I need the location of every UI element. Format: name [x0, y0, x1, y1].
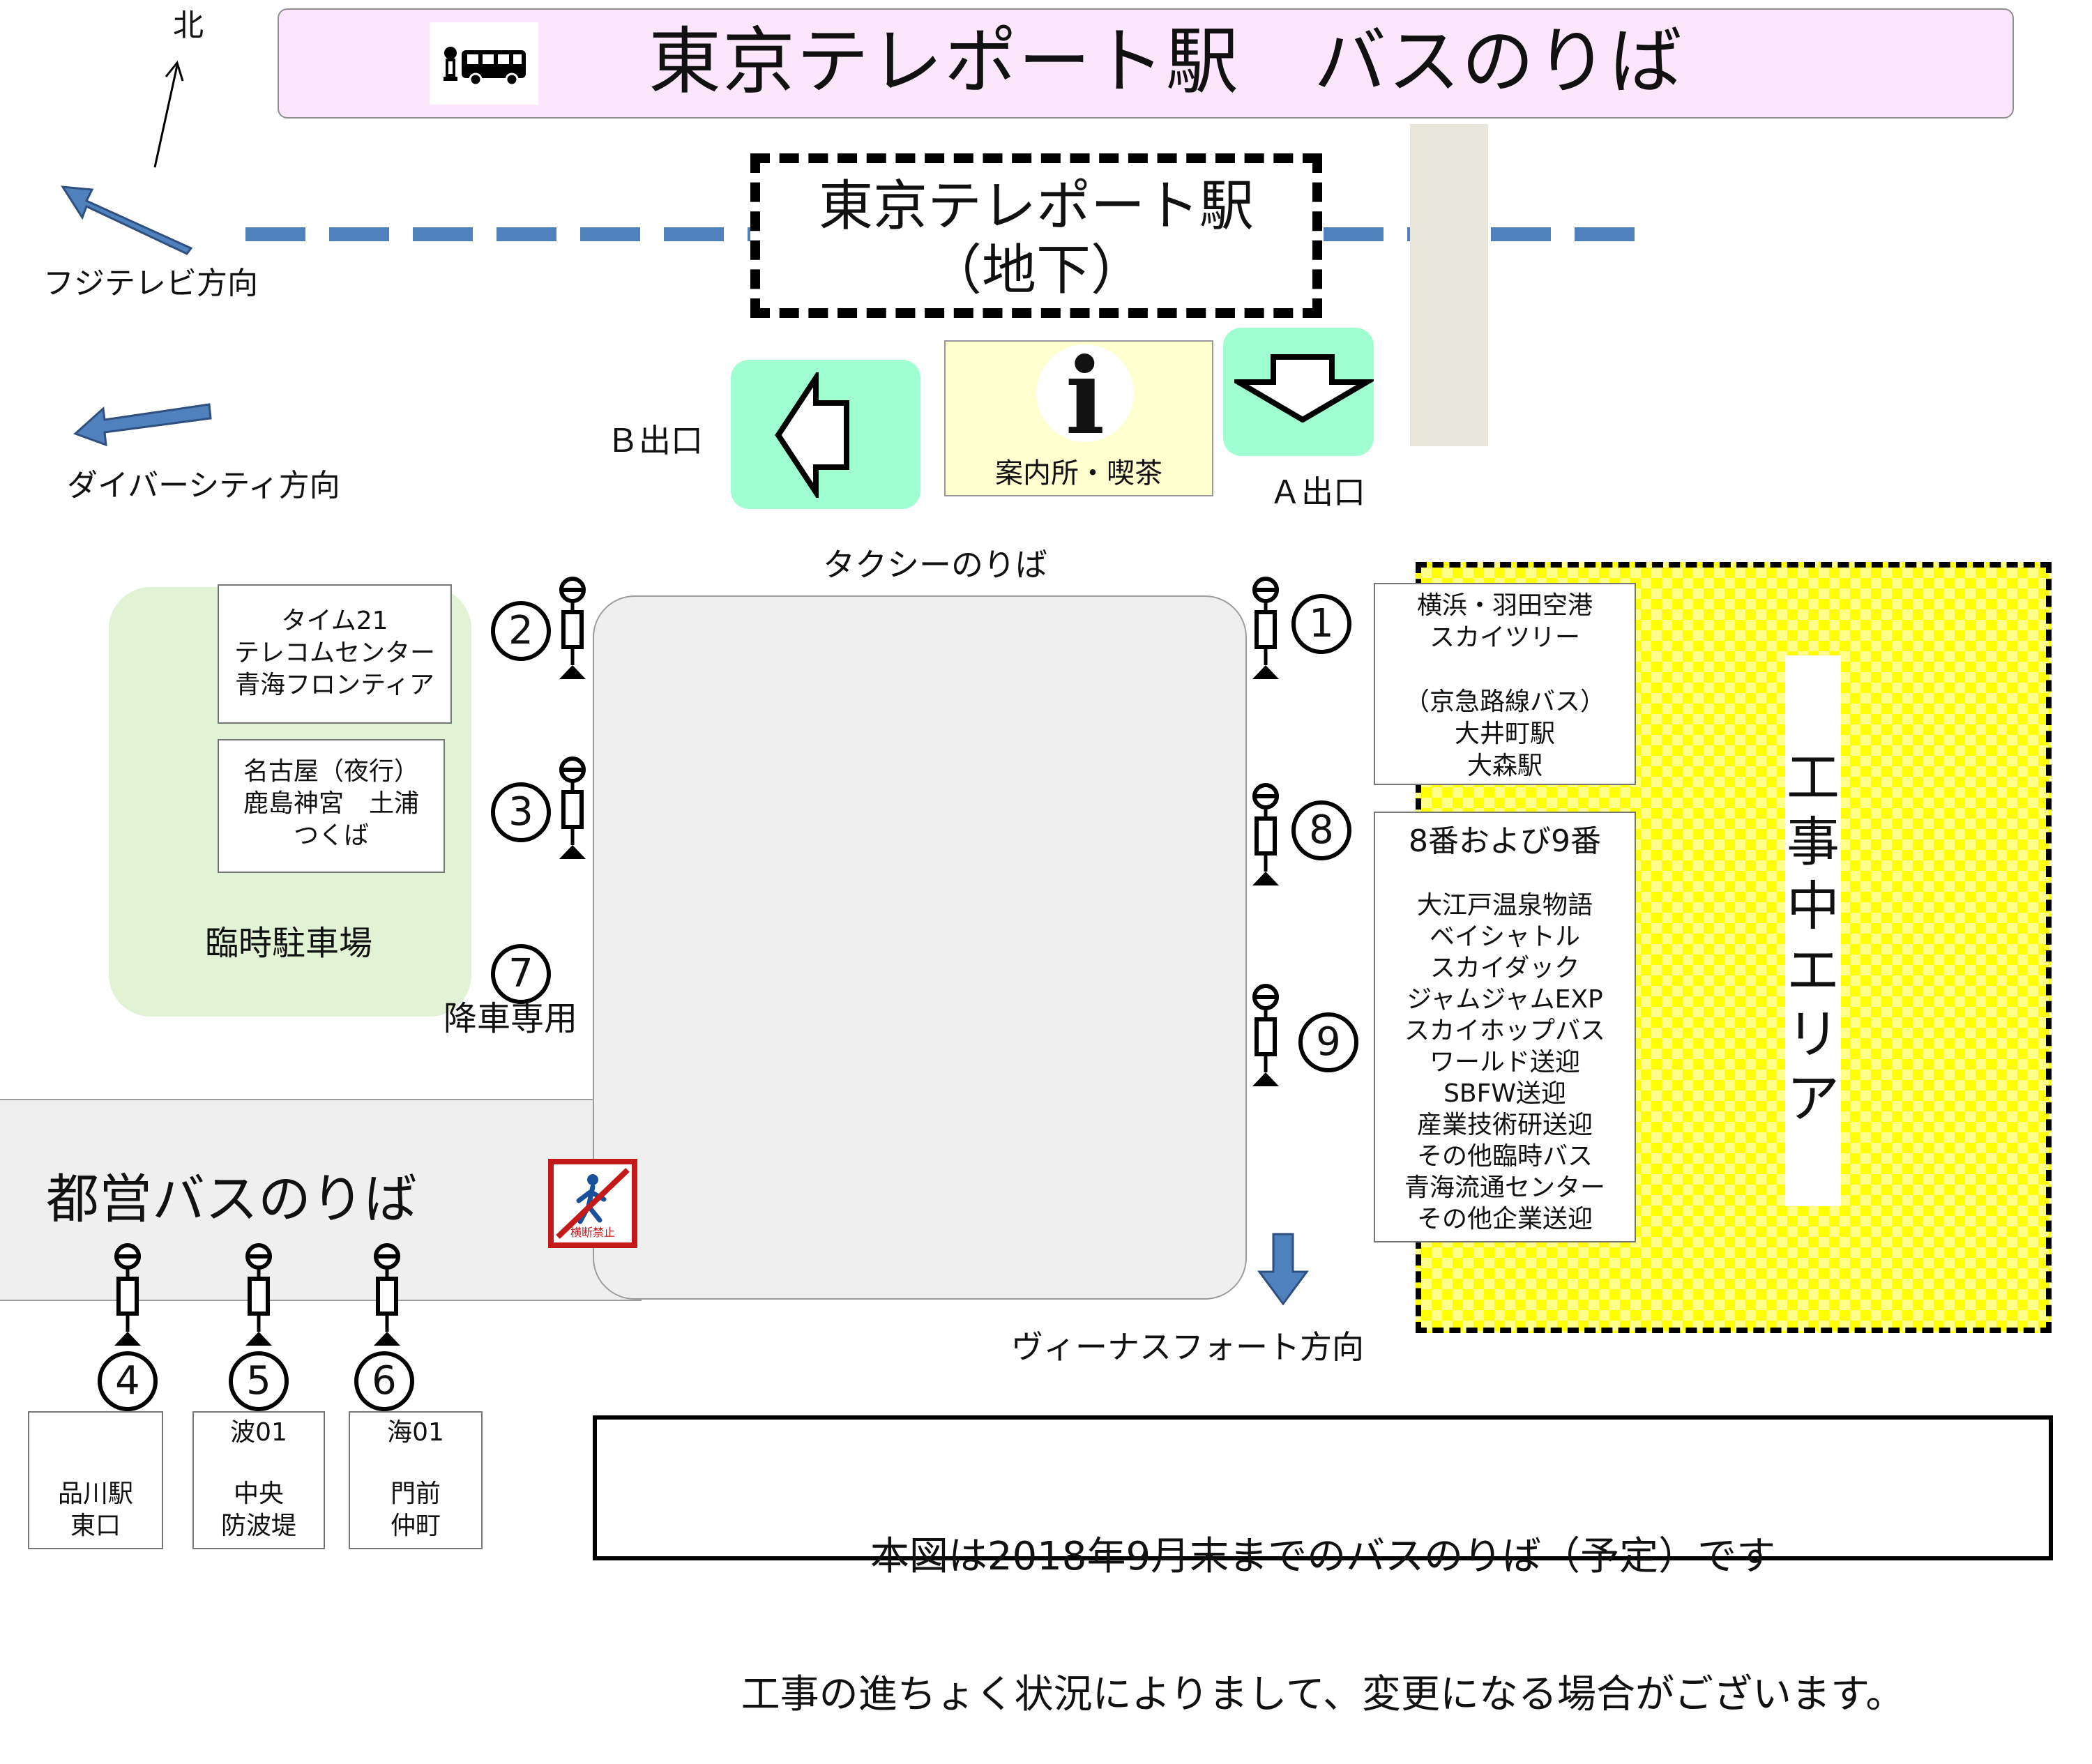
taxi-stand-label: タクシーのりば	[823, 546, 1047, 584]
stop-3-destination-box	[218, 739, 445, 873]
stop-6-destinations: 門前 仲町	[390, 1480, 441, 1540]
stop-6-route: 海01	[387, 1418, 444, 1447]
fuji-tv-direction-label: フジテレビ方向	[43, 266, 258, 301]
bus-stop-pole-icon	[1252, 577, 1279, 679]
stop-6-destination-box	[349, 1411, 483, 1549]
north-arrow-icon	[153, 60, 184, 168]
stop-number-4: 4	[98, 1351, 158, 1411]
rail-line	[245, 227, 753, 241]
stop-2-destination-box	[218, 584, 452, 724]
title-banner	[278, 8, 2014, 119]
construction-area-label: 工事中エリア	[1787, 747, 1840, 1130]
stop-number-7: 7	[491, 944, 551, 1004]
bus-stop-pole-icon	[1252, 783, 1279, 885]
temporary-parking-label: 臨時駐車場	[205, 924, 373, 963]
notice-box	[593, 1415, 2053, 1560]
station-name: 東京テレポート駅	[818, 175, 1254, 238]
stop-4-destination-box	[28, 1411, 163, 1549]
page-title: 東京テレポート駅 バスのりば	[649, 19, 1684, 104]
bus-stop-pole-icon	[114, 1243, 141, 1346]
diver-city-direction-arrow-icon	[73, 403, 212, 447]
stop-2-destinations: タイム21 テレコムセンター 青海フロンティア	[234, 607, 435, 699]
stop-number-8: 8	[1291, 800, 1351, 860]
stop-4-destinations: 品川駅 東口	[57, 1480, 133, 1540]
stop-5-route: 波01	[230, 1418, 287, 1447]
stop-1-destination-box	[1374, 583, 1636, 785]
bus-stop-pole-icon	[1252, 984, 1279, 1086]
bus-stop-pole-icon	[245, 1243, 272, 1346]
stop-number-3: 3	[491, 782, 551, 842]
notice-text: 本図は2018年9月末までのバスのりば（予定）です 工事の進ちょく状況によりまし…	[593, 1442, 2053, 1764]
diver-city-direction-label: ダイバーシティ方向	[67, 468, 340, 503]
stop-8-9-header: 8番および9番	[1409, 823, 1601, 859]
taxi-roundabout	[593, 595, 1247, 1300]
stop-5-destinations: 中央 防波堤	[220, 1480, 296, 1540]
stop-number-1: 1	[1291, 594, 1351, 654]
information-icon: i	[1065, 335, 1105, 458]
station-underground: （地下）	[927, 239, 1145, 302]
stop-1-destinations: 横浜・羽田空港 スカイツリー （京急路線バス） 大井町駅 大森駅	[1404, 591, 1605, 780]
stop-5-destination-box	[192, 1411, 325, 1549]
bus-stop-pole-icon	[559, 577, 586, 679]
stop-number-2: 2	[491, 601, 551, 661]
notice-line-2: 工事の進ちょく状況によりまして、変更になる場合がございます。	[741, 1672, 1905, 1717]
overpass-pillar	[1410, 124, 1488, 446]
info-circle	[1036, 344, 1134, 442]
info-desk-label: 案内所・喫茶	[995, 457, 1162, 489]
no-pedestrian-crossing-icon	[556, 1168, 630, 1239]
down-direction-arrow-icon	[1257, 1233, 1309, 1306]
construction-label-strip	[1785, 655, 1841, 1206]
toei-bus-label: 都営バスのりば	[46, 1168, 417, 1230]
stop-number-5: 5	[229, 1351, 289, 1411]
bus-stop-pole-icon	[559, 756, 586, 859]
stop-3-destinations: 名古屋（夜行） 鹿島神宮 土浦 つくば	[243, 757, 419, 850]
north-label: 北	[173, 8, 204, 43]
bus-stop-icon	[430, 22, 538, 105]
fuji-tv-direction-arrow-icon	[61, 185, 193, 255]
no-crossing-sign-label: 横断禁止	[570, 1226, 615, 1239]
station-label: 東京テレポート駅 （地下）	[750, 174, 1322, 303]
venus-fort-direction-label: ヴィーナスフォート方向	[1011, 1328, 1364, 1366]
exit-a-label: Ａ出口	[1269, 473, 1365, 511]
stop-number-6: 6	[354, 1351, 414, 1411]
stop-8-9-destination-box	[1374, 812, 1636, 1242]
toei-bus-area	[0, 1099, 642, 1301]
exit-b-label: Ｂ出口	[607, 422, 703, 459]
left-arrow-icon	[775, 372, 849, 498]
station-outline	[750, 153, 1322, 318]
dropoff-only-label: 降車専用	[444, 999, 578, 1038]
down-arrow-icon	[1234, 354, 1374, 423]
bus-stop-pole-icon	[374, 1243, 400, 1346]
stop-8-9-destinations: 大江戸温泉物語 ベイシャトル スカイダック ジャムジャムEXP スカイホップバス…	[1404, 891, 1605, 1233]
notice-line-1: 本図は2018年9月末までのバスのりば（予定）です	[870, 1534, 1776, 1579]
stop-number-9: 9	[1298, 1012, 1358, 1072]
